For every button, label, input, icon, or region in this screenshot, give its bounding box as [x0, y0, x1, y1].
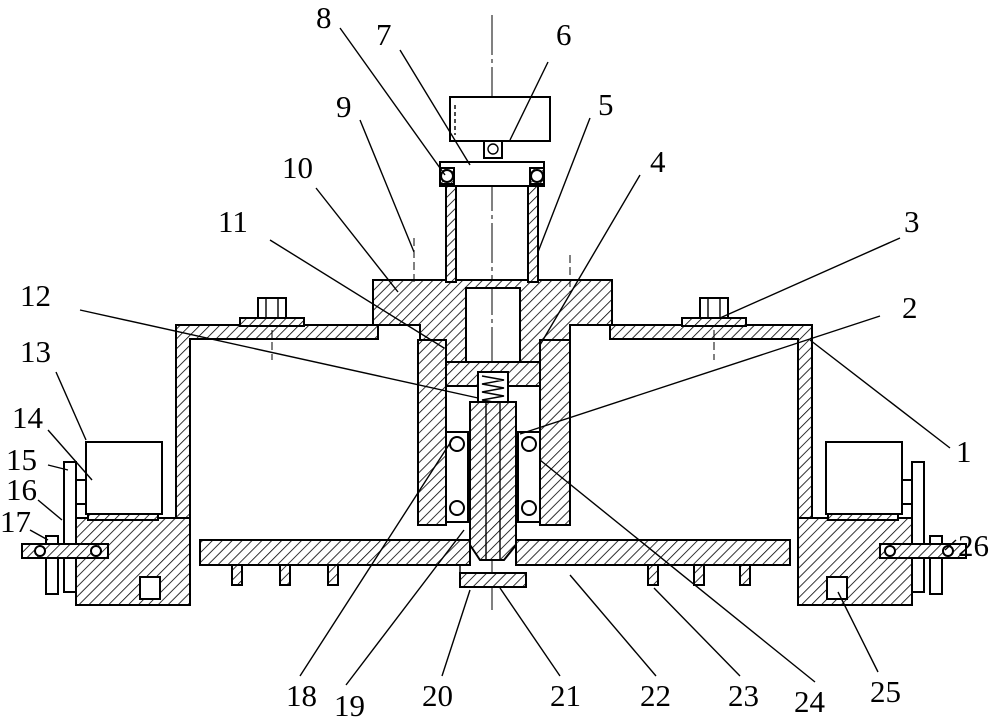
label-6: 6	[556, 17, 572, 52]
label-13: 13	[20, 334, 51, 369]
right-motor	[825, 441, 903, 515]
label-15: 15	[6, 442, 37, 477]
left-motor	[85, 441, 163, 515]
left-key-slot	[139, 576, 161, 600]
right-top-bolt	[681, 297, 747, 327]
left-wheel-assembly	[21, 461, 109, 595]
vertical-tube	[445, 183, 539, 283]
label-18: 18	[286, 678, 317, 713]
polishing-disc	[199, 539, 791, 588]
label-24: 24	[794, 684, 826, 719]
label-14: 14	[12, 400, 44, 435]
label-25: 25	[870, 674, 901, 709]
label-11: 11	[218, 204, 248, 239]
right-bearing	[517, 431, 541, 523]
right-key-slot	[826, 576, 848, 600]
label-17: 17	[0, 504, 31, 539]
label-1: 1	[956, 434, 972, 469]
label-21: 21	[550, 678, 581, 713]
left-bearing	[445, 431, 469, 523]
housing	[75, 324, 913, 606]
bearing-housing	[417, 339, 571, 526]
label-3: 3	[904, 204, 920, 239]
tube-cap	[439, 139, 545, 187]
right-wheel-assembly	[879, 461, 967, 595]
label-8: 8	[316, 0, 332, 35]
label-23: 23	[728, 678, 759, 713]
knob	[449, 96, 551, 142]
label-10: 10	[282, 150, 313, 185]
label-22: 22	[640, 678, 671, 713]
label-12: 12	[20, 278, 51, 313]
left-top-bolt	[239, 297, 305, 327]
label-9: 9	[336, 89, 352, 124]
label-26: 26	[958, 528, 989, 563]
leader-lines	[29, 27, 957, 686]
label-16: 16	[6, 472, 37, 507]
label-5: 5	[598, 87, 614, 122]
label-19: 19	[334, 688, 365, 723]
label-7: 7	[376, 17, 392, 52]
label-20: 20	[422, 678, 453, 713]
label-4: 4	[650, 144, 666, 179]
label-2: 2	[902, 290, 918, 325]
central-shaft	[469, 401, 517, 561]
